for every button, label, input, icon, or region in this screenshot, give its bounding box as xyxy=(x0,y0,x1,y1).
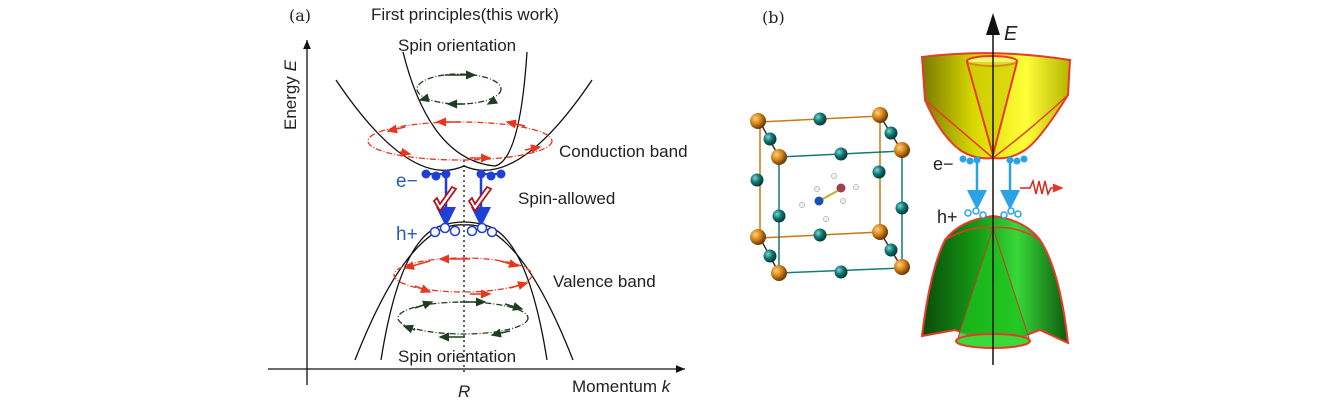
checkmark-icon xyxy=(467,185,493,213)
electrons xyxy=(421,169,506,181)
holes xyxy=(429,222,498,238)
hole xyxy=(439,222,451,234)
hole xyxy=(466,225,478,237)
spin-orientation-bottom-label: Spin orientation xyxy=(398,347,516,366)
spin-arrow xyxy=(414,284,432,293)
momentum-axis-label: Momentum k xyxy=(572,377,672,396)
spin-arrow xyxy=(403,260,431,270)
panel-a-title: First principles(this work) xyxy=(371,5,559,24)
hole-label-b: h+ xyxy=(937,207,958,227)
valence-band-outer xyxy=(354,224,574,361)
spin-arrow xyxy=(418,93,430,103)
panel-label-b: (b) xyxy=(762,8,785,27)
electrons-b xyxy=(959,155,1028,165)
hole xyxy=(449,225,461,237)
spin-loop-conduction-inner xyxy=(416,73,502,105)
electron xyxy=(431,171,441,181)
conduction-band-inner xyxy=(402,51,528,167)
spin-loop-valence-inner xyxy=(397,301,529,335)
spin-arrow xyxy=(402,324,416,334)
holes-b xyxy=(964,207,1022,219)
checkmark-icon xyxy=(432,185,458,213)
methylammonium-molecule xyxy=(798,172,860,223)
electron-label: e− xyxy=(396,171,418,192)
hole-label: h+ xyxy=(396,224,418,245)
hole xyxy=(476,222,488,234)
panel-a: (a) First principles(this work) Energy E… xyxy=(268,5,688,401)
spin-arrow xyxy=(504,302,524,311)
electron xyxy=(441,169,451,179)
panel-b: (b) xyxy=(750,8,1072,365)
conduction-band-label: Conduction band xyxy=(559,142,688,161)
spin-arrow xyxy=(499,259,520,268)
r-point-label: R xyxy=(458,382,470,401)
spin-arrow xyxy=(505,119,526,129)
electron xyxy=(486,171,496,181)
spin-arrow xyxy=(399,147,412,157)
halide-atoms xyxy=(750,112,909,279)
lead-atoms xyxy=(750,107,910,281)
spin-arrow xyxy=(524,144,542,154)
hole xyxy=(429,226,441,238)
spin-arrow xyxy=(509,281,529,290)
valence-band-label: Valence band xyxy=(553,272,656,291)
perovskite-crystal-structure xyxy=(750,107,910,281)
spin-arrow xyxy=(486,95,499,105)
photon-emission-icon xyxy=(1020,178,1064,197)
conduction-band-cone xyxy=(920,52,1072,160)
energy-axis-arrowhead xyxy=(986,13,1000,35)
energy-axis-label-b: E xyxy=(1004,23,1018,45)
electron xyxy=(421,169,431,179)
spin-loop-valence-outer xyxy=(393,257,533,293)
spin-arrow xyxy=(386,124,406,134)
energy-axis-label: Energy E xyxy=(281,59,300,130)
spin-allowed-label: Spin-allowed xyxy=(518,189,615,208)
electron xyxy=(476,169,486,179)
panel-label-a: (a) xyxy=(289,6,311,25)
spin-arrow xyxy=(414,300,434,310)
electron xyxy=(496,169,506,179)
spin-orientation-top-label: Spin orientation xyxy=(398,36,516,55)
spin-arrow xyxy=(490,328,511,338)
hole xyxy=(486,226,498,238)
valence-band-cone xyxy=(920,214,1070,349)
electron-label-b: e− xyxy=(933,154,954,174)
